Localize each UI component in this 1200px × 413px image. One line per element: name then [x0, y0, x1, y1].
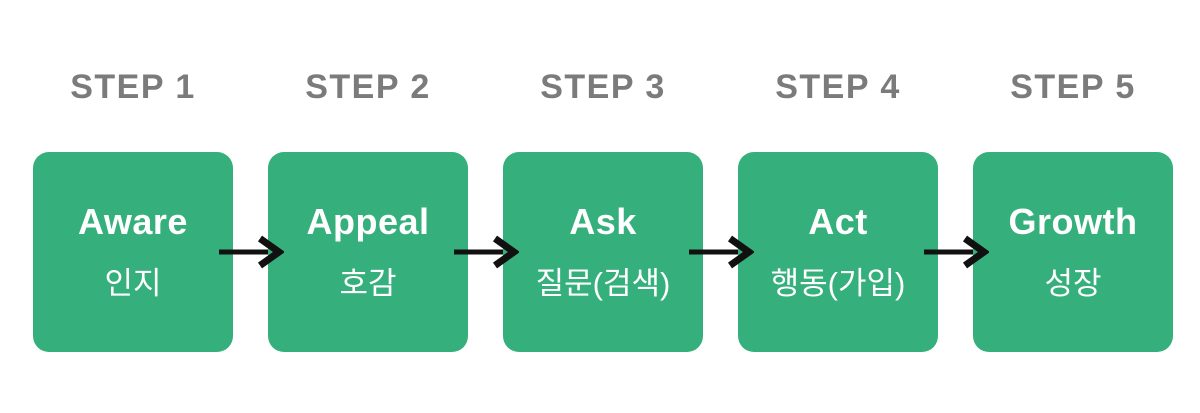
step-label-1: STEP 1 — [70, 68, 196, 106]
step-subtitle: 질문(검색) — [535, 266, 671, 301]
step-title: Growth — [1008, 201, 1138, 242]
step-label-3: STEP 3 — [540, 68, 666, 106]
arrow-right-icon — [218, 234, 284, 270]
step-label-4: STEP 4 — [775, 68, 901, 106]
step-column-3: STEP 3 Ask 질문(검색) — [503, 62, 703, 352]
step-box-growth: Growth 성장 — [973, 152, 1173, 352]
step-subtitle: 호감 — [339, 266, 397, 301]
step-subtitle: 행동(가입) — [770, 266, 906, 301]
step-subtitle: 성장 — [1044, 266, 1102, 301]
arrow-right-icon — [453, 234, 519, 270]
step-column-1: STEP 1 Aware 인지 — [33, 62, 233, 352]
step-column-2: STEP 2 Appeal 호감 — [268, 62, 468, 352]
step-box-appeal: Appeal 호감 — [268, 152, 468, 352]
arrow-right-icon — [923, 234, 989, 270]
step-box-aware: Aware 인지 — [33, 152, 233, 352]
step-title: Ask — [569, 201, 637, 242]
step-title: Act — [808, 201, 868, 242]
funnel-diagram: STEP 1 Aware 인지 STEP 2 Appeal 호감 STEP 3 … — [33, 62, 1173, 352]
step-box-act: Act 행동(가입) — [738, 152, 938, 352]
step-label-5: STEP 5 — [1010, 68, 1136, 106]
step-column-4: STEP 4 Act 행동(가입) — [738, 62, 938, 352]
arrow-right-icon — [688, 234, 754, 270]
step-box-ask: Ask 질문(검색) — [503, 152, 703, 352]
step-label-2: STEP 2 — [305, 68, 431, 106]
step-title: Aware — [78, 201, 188, 242]
step-column-5: STEP 5 Growth 성장 — [973, 62, 1173, 352]
step-subtitle: 인지 — [104, 266, 162, 301]
step-title: Appeal — [306, 201, 430, 242]
